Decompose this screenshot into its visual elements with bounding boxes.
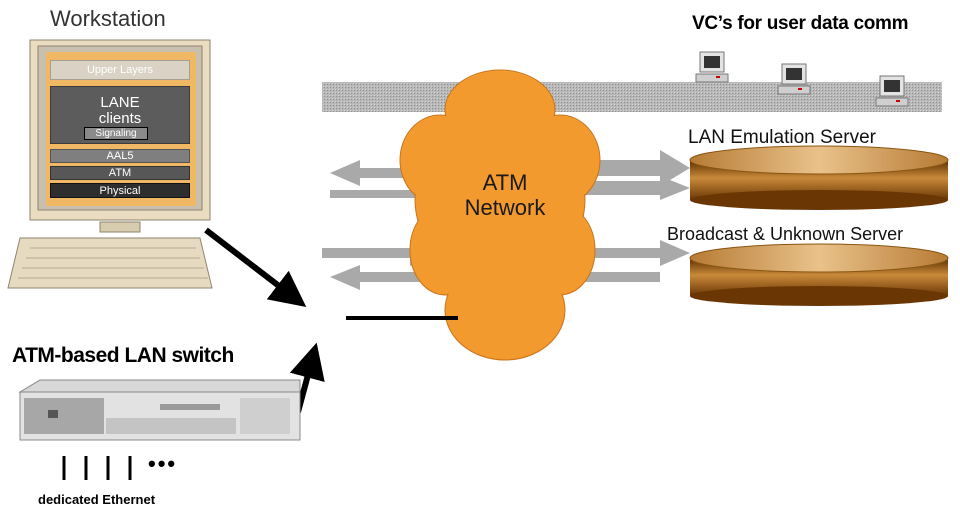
ethernet-ports bbox=[62, 456, 132, 480]
dedicated-ethernet-caption: dedicated Ethernet bbox=[38, 492, 156, 507]
vc-label: VC’s for user data comm bbox=[692, 13, 909, 34]
layer-upper: Upper Layers bbox=[50, 60, 190, 80]
user-terminal-1 bbox=[695, 51, 729, 83]
atm-network-line2: Network bbox=[464, 195, 546, 220]
layer-aal5: AAL5 bbox=[50, 149, 190, 163]
layer-lane-line2: clients bbox=[98, 110, 142, 127]
les-server-label: LAN Emulation Server bbox=[688, 127, 876, 148]
workstation-title: Workstation bbox=[50, 6, 166, 31]
user-terminal-3 bbox=[875, 75, 909, 107]
ethernet-ellipsis: ••• bbox=[148, 451, 178, 476]
lan-switch-box bbox=[18, 379, 301, 441]
layer-signaling: Signaling bbox=[84, 127, 148, 140]
workstation-arrow bbox=[204, 227, 307, 307]
bus-server-label: Broadcast & Unknown Server bbox=[667, 224, 904, 244]
les-arrows bbox=[590, 150, 690, 186]
atm-network-line1: ATM bbox=[482, 170, 528, 195]
bus-server-disc bbox=[689, 243, 949, 306]
switch-title: ATM-based LAN switch bbox=[12, 344, 234, 367]
vc-pipe bbox=[322, 82, 942, 112]
user-terminal-2 bbox=[777, 63, 811, 95]
left-arrows-les bbox=[330, 160, 690, 200]
les-server-disc bbox=[689, 145, 949, 210]
layer-physical: Physical bbox=[50, 183, 190, 198]
layer-lane-line1: LANE bbox=[100, 94, 140, 111]
atm-network-label: ATM Network bbox=[440, 170, 570, 220]
layer-atm: ATM bbox=[50, 166, 190, 180]
atm-cloud-fill bbox=[401, 71, 599, 359]
